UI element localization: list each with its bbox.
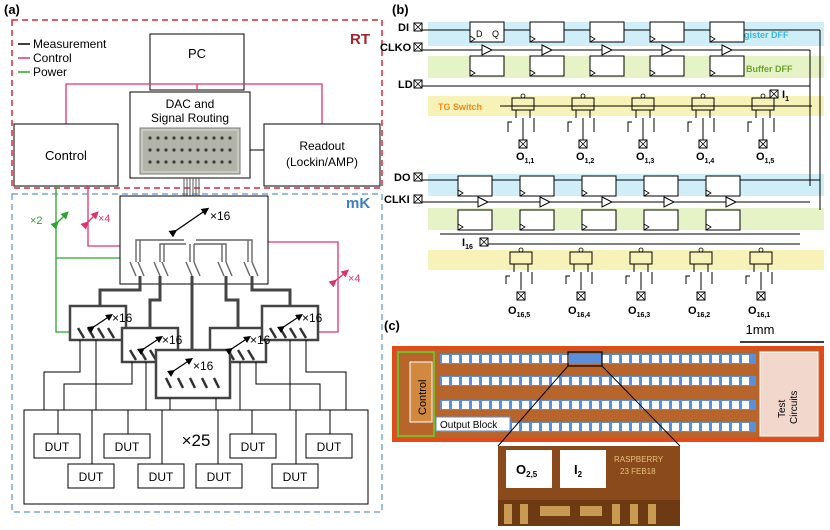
legend-measurement: Measurement [33,37,107,51]
mult-x16-a: ×16 [112,311,133,325]
output-16-5: O16,5 [508,305,530,319]
zoom-o-label: O2,5 [516,462,538,479]
output-block-label: Output Block [440,420,498,431]
output-block-region [435,416,511,432]
signal-i1: I1 [782,89,789,103]
dut-4: DUT [149,470,174,484]
rt-label: RT [350,31,370,48]
test-circuits-region [759,351,819,437]
signal-ld: LD [398,79,413,91]
readout-label-1: Readout [299,139,345,153]
test-circuits-label-1: Test [777,399,788,418]
rt-region [11,19,383,189]
output-16-2: O16,2 [688,305,710,319]
scale-label: 1mm [746,322,775,337]
dut-7: DUT [207,470,232,484]
output-1-4: O1,4 [696,151,714,165]
signal-clko: CLKO [380,42,412,54]
control-wire-left [87,186,120,247]
chip-text-1: RASPBERRY [614,455,664,464]
zoom-source-box [567,351,603,367]
output-1-5: O1,5 [756,151,774,165]
rt-control-wires [65,83,323,124]
dut-5: DUT [241,440,266,454]
thick-wires [98,276,292,350]
shift-register-label: Shift Register DFF [710,30,789,40]
mk-label: mK [346,195,370,212]
dff-d-label: D [476,29,483,39]
zoom-i-label: I2 [574,462,583,479]
panel-a-label: (a) [4,2,20,17]
signal-do: DO [394,172,411,184]
mult-x4-left: ×4 [98,213,111,225]
dut-3: DUT [79,470,104,484]
shift-register-top [422,21,821,210]
pads [442,355,749,431]
zoom-traces [504,504,656,524]
output-1-3: O1,3 [636,151,654,165]
pc-label: PC [188,46,206,61]
mult-x16-d: ×16 [250,333,271,347]
fanout-box-3 [154,348,232,400]
output-16-3: O16,3 [628,305,650,319]
legend-power: Power [33,65,67,79]
tg-switch-label: TG Switch [438,102,482,112]
panel-b-label: (b) [392,2,409,17]
band-tg-bottom [428,250,824,270]
dut-wires [43,340,347,410]
dut-1: DUT [45,440,70,454]
dut-2: DUT [115,440,140,454]
tg-outputs-top [500,105,812,140]
mult-x16-c: ×16 [193,359,214,373]
pc-box [149,33,245,91]
tg-outputs-bottom [488,243,800,290]
control-label: Control [45,148,87,163]
readout-box [263,123,381,187]
mult-x16-e: ×16 [302,311,323,325]
readout-label-2: (Lockin/AMP) [286,155,358,169]
control-box [13,123,119,187]
zoom-pad-i [560,450,606,488]
signal-i16: I16 [462,237,473,251]
signal-di: DI [398,22,409,34]
dut-boxes: DUT DUT DUT DUT DUT DUT DUT DUT [33,410,353,489]
output-1-2: O1,2 [576,151,594,165]
mult-x16-b: ×16 [162,333,183,347]
zoom-pad-o [506,450,552,488]
test-circuits-label-2: Circuits [789,391,800,424]
output-16-1: O16,1 [748,305,770,319]
dff-q-label: Q [492,29,499,39]
mult-x25: ×25 [182,431,211,450]
dac-label-2: Signal Routing [151,111,229,125]
dac-label-1: DAC and [166,97,215,111]
mult-x16-top: ×16 [210,209,231,223]
output-16-4: O16,4 [568,305,590,319]
output-1-1: O1,1 [516,151,534,165]
dac-instrument-image [139,127,241,175]
signal-clki: CLKI [384,194,410,206]
panel-c-label: (c) [384,318,400,333]
legend-control: Control [33,51,72,65]
mk-region [11,193,383,513]
chip-text-2: 23 FEB18 [620,467,656,476]
legend: Measurement Control Power [18,37,107,79]
mult-x4-right: ×4 [348,273,361,285]
routing-fanout [129,239,259,277]
shift-register-bottom [422,175,820,273]
chip-control-label: Control [417,380,429,415]
dut-8: DUT [283,470,308,484]
control-region [397,351,435,437]
dut-6: DUT [317,440,342,454]
mult-x2: ×2 [30,215,43,227]
buffer-dff-label: Buffer DFF [746,64,793,74]
